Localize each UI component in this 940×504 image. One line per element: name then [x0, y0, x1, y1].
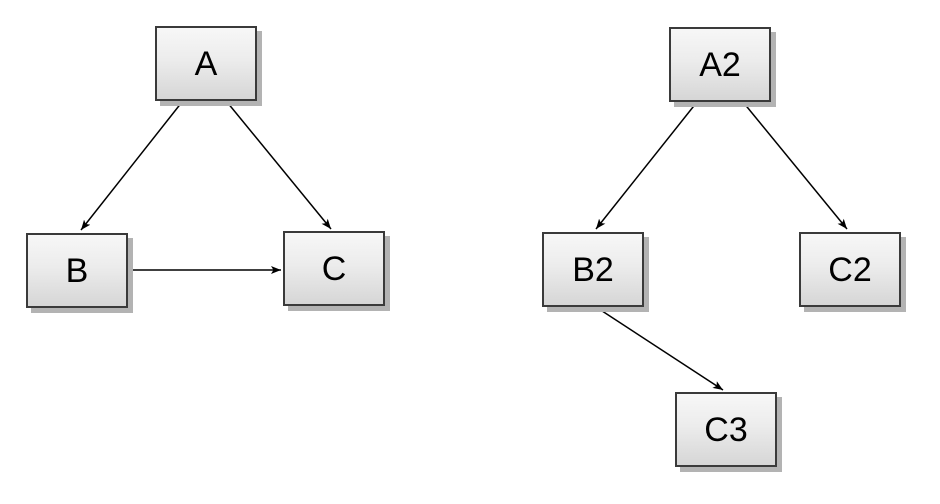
node-B2[interactable]: B2 — [542, 232, 644, 307]
edge-A2-B2 — [595, 101, 698, 230]
edge-B2-C3 — [595, 306, 724, 391]
node-B2-label: B2 — [572, 250, 614, 289]
node-C[interactable]: C — [283, 231, 385, 306]
node-B-label: B — [65, 251, 89, 290]
node-C2[interactable]: C2 — [799, 232, 901, 307]
edge-A2-C2 — [742, 101, 848, 230]
node-C3-label: C3 — [704, 410, 748, 449]
node-A2-label: A2 — [699, 45, 741, 84]
edge-A-C — [226, 101, 332, 230]
edge-A-B — [80, 101, 183, 231]
node-B[interactable]: B — [26, 233, 128, 308]
node-A2[interactable]: A2 — [669, 27, 771, 102]
node-A-label: A — [194, 44, 218, 83]
node-C2-label: C2 — [828, 250, 872, 289]
node-C-label: C — [321, 249, 347, 288]
node-C3[interactable]: C3 — [675, 392, 777, 467]
node-A[interactable]: A — [155, 26, 257, 101]
